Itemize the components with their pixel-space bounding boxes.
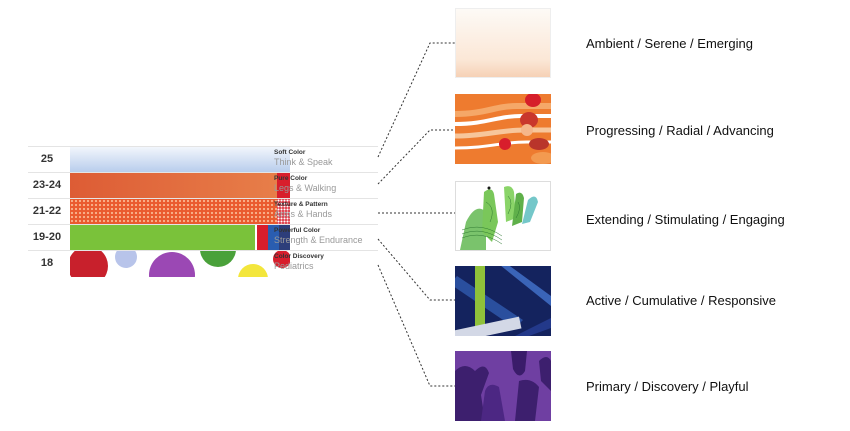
level-label: Color Discovery Pediatrics xyxy=(274,253,384,272)
soft-color-band xyxy=(70,147,290,172)
level-label: Powerful Color Strength & Endurance xyxy=(274,227,384,246)
level-range: 19-20 xyxy=(32,231,62,243)
level-range: 18 xyxy=(40,257,54,269)
theme-caption: Active / Cumulative / Responsive xyxy=(586,293,777,308)
texture-pattern-band xyxy=(70,199,290,224)
pattern-swatch xyxy=(277,199,290,224)
theme-caption: Primary / Discovery / Playful xyxy=(586,379,749,394)
level-label: Pure Color Legs & Walking xyxy=(274,175,384,194)
ambient-thumbnail xyxy=(455,8,551,78)
level-title: Powerful Color xyxy=(274,227,321,234)
connector-line xyxy=(377,129,455,185)
level-subtitle: Pediatrics xyxy=(274,261,314,271)
theme-caption: Extending / Stimulating / Engaging xyxy=(586,212,785,227)
blue-block xyxy=(268,225,279,250)
level-range: 25 xyxy=(40,153,54,165)
theme-caption: Progressing / Radial / Advancing xyxy=(586,123,774,138)
level-label: Texture & Pattern Arms & Hands xyxy=(274,201,384,220)
level-label: Soft Color Think & Speak xyxy=(274,149,384,168)
connector-line xyxy=(377,238,455,301)
red-block xyxy=(257,225,268,250)
connector-line xyxy=(377,264,455,387)
level-title: Color Discovery xyxy=(274,253,324,260)
active-thumbnail xyxy=(455,266,551,336)
progressing-thumbnail xyxy=(455,94,551,164)
level-title: Pure Color xyxy=(274,175,308,182)
level-range: 23-24 xyxy=(32,179,62,191)
extending-thumbnail xyxy=(455,181,551,251)
level-title: Texture & Pattern xyxy=(274,201,328,208)
level-subtitle: Think & Speak xyxy=(274,157,333,167)
level-title: Soft Color xyxy=(274,149,306,156)
level-row: 23-24 Pure Color Legs & Walking xyxy=(28,172,378,198)
discovery-circles xyxy=(70,251,290,277)
level-range: 21-22 xyxy=(32,205,62,217)
level-row: 19-20 Powerful Color Strength & Enduranc… xyxy=(28,224,378,250)
pure-color-band xyxy=(70,173,290,198)
level-subtitle: Legs & Walking xyxy=(274,183,337,193)
primary-thumbnail xyxy=(455,351,551,421)
level-row: 18 Color Discovery Pediatrics xyxy=(28,250,378,277)
level-row: 25 Soft Color Think & Speak xyxy=(28,146,378,172)
color-discovery-band xyxy=(70,251,290,277)
connector-line xyxy=(377,42,455,158)
green-block xyxy=(70,225,255,250)
powerful-color-band xyxy=(70,225,290,250)
theme-caption: Ambient / Serene / Emerging xyxy=(586,36,753,51)
red-swatch xyxy=(277,173,290,198)
level-subtitle: Strength & Endurance xyxy=(274,235,363,245)
level-subtitle: Arms & Hands xyxy=(274,209,333,219)
navy-block xyxy=(279,225,290,250)
level-row: 21-22 Texture & Pattern Arms & Hands xyxy=(28,198,378,224)
